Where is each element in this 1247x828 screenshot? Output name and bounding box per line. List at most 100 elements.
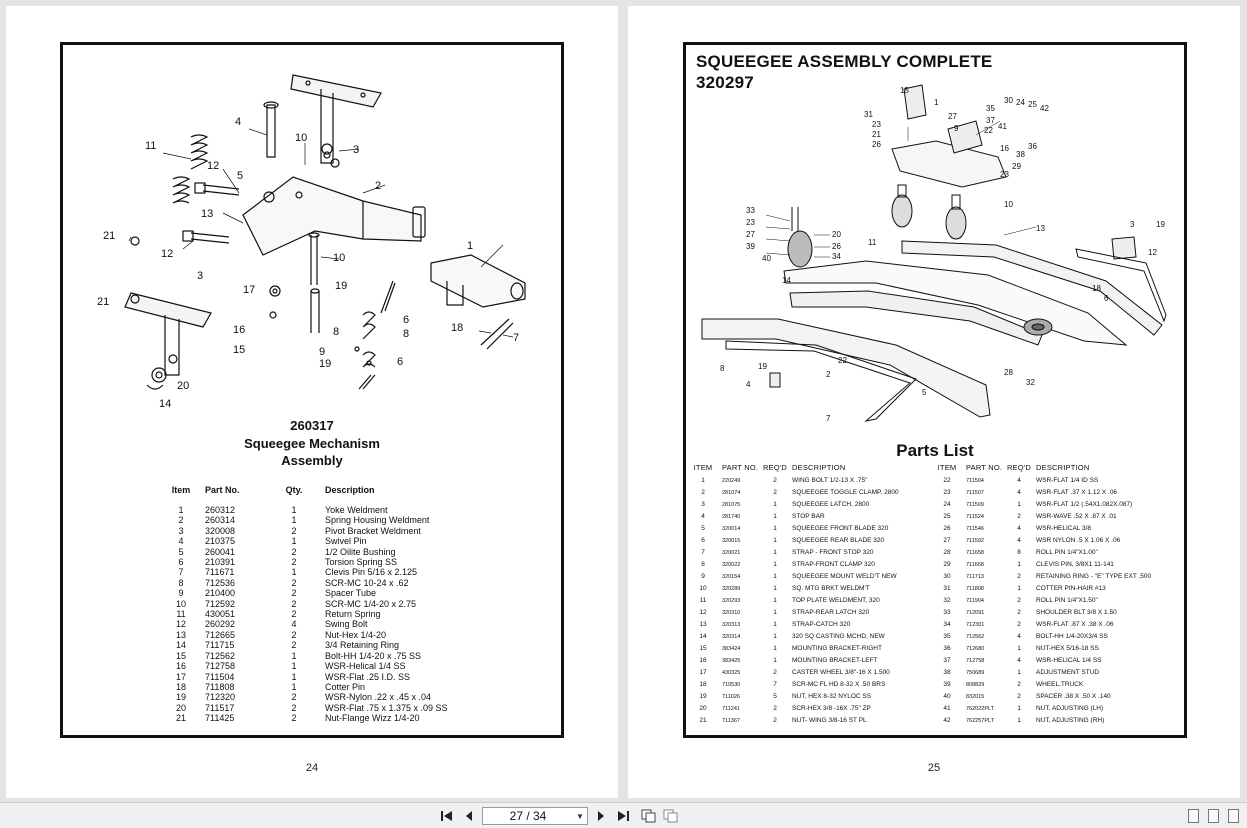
description: SQUEEGEE FRONT BLADE 320 (792, 525, 889, 532)
callout-10b: 10 (333, 252, 345, 264)
item-number: 24 (943, 501, 951, 508)
callout-10: 10 (1004, 200, 1013, 209)
description: Nut-Flange Wizz 1/4-20 (325, 713, 420, 724)
item-number: 39 (943, 681, 951, 688)
first-page-icon (441, 811, 452, 821)
callout-24: 24 (1016, 98, 1025, 107)
part-number: 711425 (205, 713, 235, 724)
item-number: 1 (178, 505, 184, 515)
description: STRAP-REAR LATCH 320 (792, 609, 870, 616)
quantity-required: 2 (773, 717, 777, 724)
callout-10: 10 (295, 132, 307, 144)
callout-6: 6 (403, 314, 409, 326)
part-number: 320289 (722, 586, 741, 592)
quantity-required: 1 (773, 621, 777, 628)
part-number: 711367 (722, 718, 740, 724)
part-number: 711658 (966, 550, 984, 556)
description: ADJUSTMENT STUD (1036, 669, 1100, 676)
item-number: 9 (701, 573, 705, 580)
single-page-view-icon[interactable] (1188, 809, 1199, 823)
callout-42: 42 (1040, 104, 1049, 113)
callout-12: 12 (1148, 248, 1157, 257)
callout-3: 3 (353, 144, 359, 156)
quantity: 1 (291, 567, 297, 578)
fit-page-icon (663, 809, 678, 823)
callout-14: 14 (159, 398, 171, 410)
item-number: 12 (699, 609, 707, 616)
description: WSR-HELICAL 1/4 SS (1036, 657, 1102, 664)
callout-15: 15 (900, 86, 909, 95)
prev-page-button[interactable] (460, 808, 478, 824)
callout-34: 34 (832, 252, 841, 261)
continuous-view-icon[interactable] (1228, 809, 1239, 823)
header-part-no: PART NO. (966, 463, 1003, 472)
item-number: 3 (701, 501, 705, 508)
description: WSR-FLAT 1/2 (.54X1.082X.087) (1036, 501, 1133, 508)
quantity: 1 (291, 661, 297, 672)
item-number: 19 (699, 693, 707, 700)
part-number: 320015 (722, 538, 741, 544)
quantity-required: 1 (773, 525, 777, 532)
callout-18: 18 (451, 322, 463, 334)
assembly-title: SQUEEGEE ASSEMBLY COMPLETE 320297 (696, 51, 992, 93)
next-page-button[interactable] (592, 808, 610, 824)
callout-23: 23 (872, 120, 881, 129)
description: SCR-MC 10-24 x .62 (325, 577, 409, 588)
item-number: 18 (699, 681, 707, 688)
item-number: 35 (943, 633, 951, 640)
document-viewport[interactable]: 1 2 3 4 5 10 11 12 13 21 3 10 21 12 17 1… (0, 0, 1247, 802)
quantity: 2 (291, 713, 297, 724)
two-page-view-icon[interactable] (1208, 809, 1219, 823)
part-number: 383424 (722, 646, 741, 652)
callout-22: 22 (838, 356, 847, 365)
quantity-required: 1 (773, 645, 777, 652)
callout-38: 38 (1016, 150, 1025, 159)
copy-view-button[interactable] (640, 808, 658, 824)
description: 3/4 Retaining Ring (325, 640, 400, 651)
part-number: 711668 (966, 562, 984, 568)
page-selector[interactable]: 27 / 34 ▼ (482, 807, 588, 825)
description: SQUEEGEE MOUNT WELD'T NEW (792, 573, 897, 580)
item-number: 34 (943, 621, 951, 628)
part-number: 430051 (205, 609, 236, 620)
description: NUT, ADJUSTING (RH) (1036, 717, 1105, 724)
fit-view-button[interactable] (662, 808, 680, 824)
quantity-required: 1 (773, 549, 777, 556)
description: Torsion Spring SS (325, 557, 398, 568)
quantity-required: 2 (1017, 681, 1021, 688)
part-number: 711592 (966, 538, 984, 544)
item-number: 26 (943, 525, 951, 532)
first-page-button[interactable] (438, 808, 456, 824)
callout-15: 15 (233, 344, 245, 356)
item-number: 18 (175, 681, 186, 692)
description: Yoke Weldment (325, 505, 388, 515)
callout-6: 6 (1104, 294, 1109, 303)
description: WHEEL,TRUCK (1036, 681, 1084, 688)
quantity: 2 (291, 557, 297, 568)
item-number: 8 (178, 577, 184, 588)
header-description: Description (325, 485, 375, 495)
description: WSR-Flat .25 I.D. SS (325, 671, 411, 682)
item-number: 5 (701, 525, 705, 532)
quantity-required: 2 (773, 669, 777, 676)
item-number: 33 (943, 609, 951, 616)
part-number: 711517 (205, 702, 235, 713)
exploded-diagram-squeegee-assembly: 15 31 23 21 26 1 27 9 30 24 25 42 35 37 … (701, 84, 1167, 423)
item-number: 3 (178, 525, 184, 536)
last-page-button[interactable] (614, 808, 632, 824)
item-number: 4 (178, 536, 184, 547)
